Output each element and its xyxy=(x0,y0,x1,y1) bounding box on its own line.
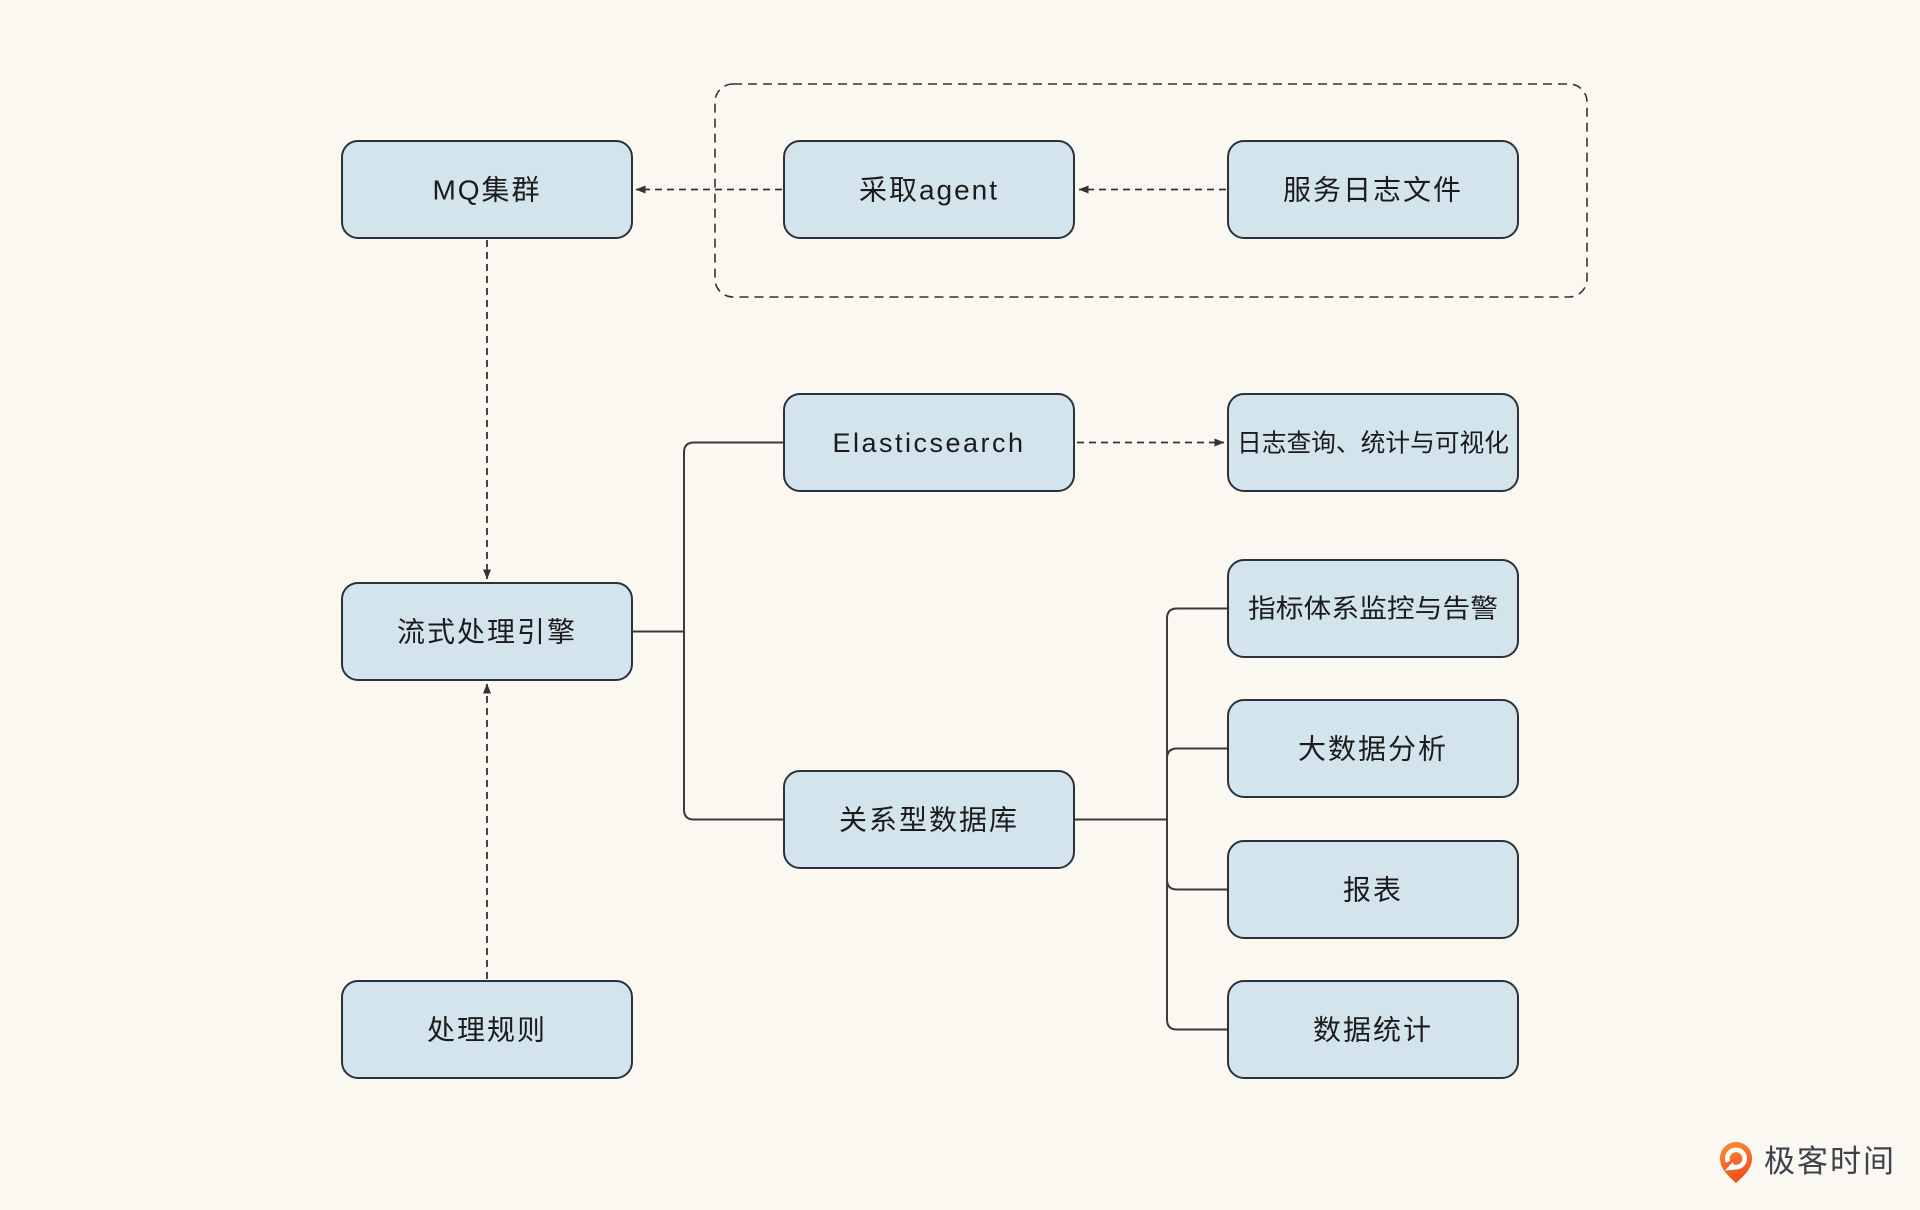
node-label: 流式处理引擎 xyxy=(397,616,577,647)
node-relational-db: 关系型数据库 xyxy=(783,770,1075,869)
geektime-logo-icon xyxy=(1720,1142,1752,1183)
node-label: 服务日志文件 xyxy=(1283,174,1463,205)
node-label: 大数据分析 xyxy=(1298,733,1448,764)
node-label: 关系型数据库 xyxy=(839,804,1019,835)
node-label: 指标体系监控与告警 xyxy=(1248,594,1498,624)
edge-rdb-to-report xyxy=(1166,879,1228,891)
node-bigdata-analysis: 大数据分析 xyxy=(1227,699,1519,798)
edge-rdb-to-bigdata xyxy=(1166,747,1228,759)
edge-stream-to-es-and-rdb xyxy=(683,441,784,821)
node-stream-engine: 流式处理引擎 xyxy=(341,582,633,681)
node-box xyxy=(1227,559,1519,658)
node-label: Elasticsearch xyxy=(832,428,1025,458)
node-box xyxy=(341,140,633,239)
node-process-rules: 处理规则 xyxy=(341,980,633,1079)
node-label: MQ集群 xyxy=(432,174,541,205)
node-box xyxy=(341,582,633,681)
node-collect-agent: 采取agent xyxy=(783,140,1075,239)
node-box xyxy=(783,140,1075,239)
node-label: 日志查询、统计与可视化 xyxy=(1237,429,1509,457)
node-metrics-monitor-alert: 指标体系监控与告警 xyxy=(1227,559,1519,658)
node-elasticsearch: Elasticsearch xyxy=(783,393,1075,492)
node-box xyxy=(1227,393,1519,492)
node-log-query-visualize: 日志查询、统计与可视化 xyxy=(1227,393,1519,492)
geektime-logo-text: 极客时间 xyxy=(1764,1144,1896,1179)
node-box xyxy=(1227,980,1519,1079)
node-report: 报表 xyxy=(1227,840,1519,939)
node-service-log-file: 服务日志文件 xyxy=(1227,140,1519,239)
node-box xyxy=(1227,140,1519,239)
node-label: 采取agent xyxy=(859,174,999,205)
node-label: 数据统计 xyxy=(1313,1014,1433,1045)
node-data-stats: 数据统计 xyxy=(1227,980,1519,1079)
geektime-logo: 极客时间 xyxy=(1720,1142,1896,1183)
node-label: 报表 xyxy=(1343,874,1403,905)
node-box xyxy=(341,980,633,1079)
node-label: 处理规则 xyxy=(427,1014,547,1045)
node-box xyxy=(783,770,1075,869)
collection-group-outline xyxy=(714,83,1588,298)
edge-rdb-to-metrics-and-stats xyxy=(1166,607,1228,1031)
node-mq-cluster: MQ集群 xyxy=(341,140,633,239)
node-box xyxy=(1227,840,1519,939)
node-box xyxy=(1227,699,1519,798)
node-box xyxy=(783,393,1075,492)
